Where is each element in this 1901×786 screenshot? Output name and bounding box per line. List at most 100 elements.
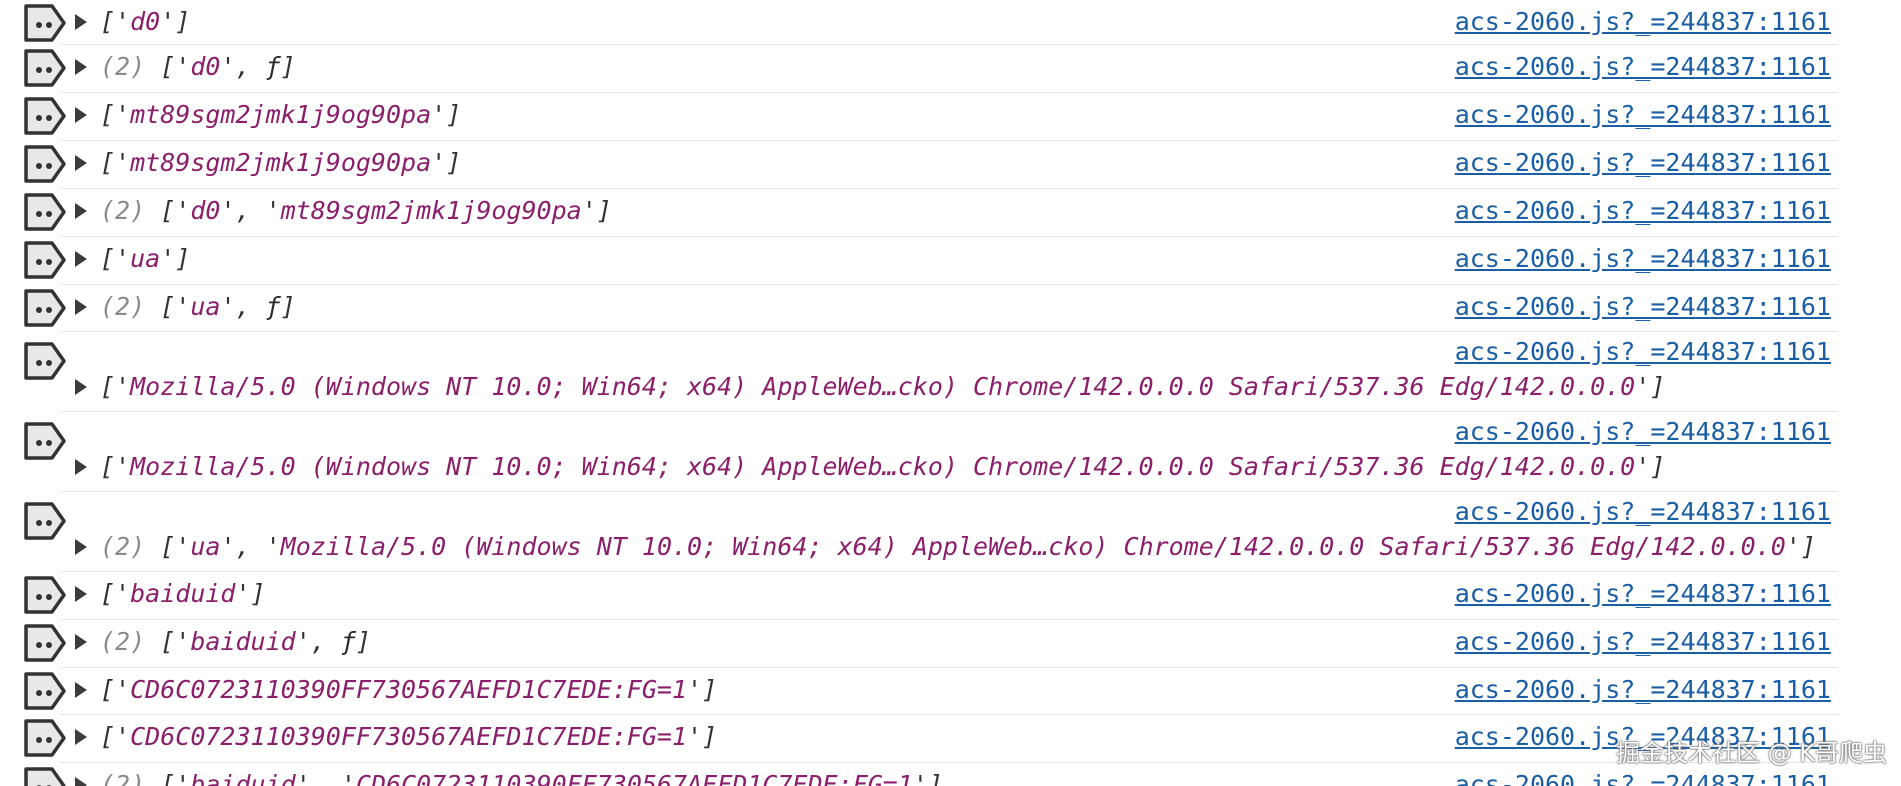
console-message-text[interactable]: ['ua'] [100,244,190,274]
expand-triangle-icon[interactable] [75,777,87,786]
string-value: baiduid [190,627,296,656]
console-message-text[interactable]: ['mt89sgm2jmk1j9og90pa'] [100,148,461,178]
punctuation: ', ' [220,532,281,561]
console-message-row: ['baiduid'] acs-2060.js?_=244837:1161 [0,572,1901,620]
punctuation: '] [160,7,191,36]
source-link[interactable]: acs-2060.js?_=244837:1161 [1454,417,1831,446]
punctuation: '] [235,579,266,608]
string-value: ua [190,292,221,321]
console-message-row: ['CD6C0723110390FF730567AEFD1C7EDE:FG=1'… [0,668,1901,715]
punctuation: [' [160,52,191,81]
console-message-row: (2) ['d0', ƒ] acs-2060.js?_=244837:1161 [0,45,1901,93]
punctuation: ', [220,292,266,321]
punctuation: [' [160,770,191,786]
row-divider [60,714,1838,715]
expand-triangle-icon[interactable] [75,539,87,555]
console-prompt-icon [24,672,68,710]
punctuation: '] [1785,532,1816,561]
row-divider [60,619,1838,620]
string-value: Mozilla/5.0 (Windows NT 10.0; Win64; x64… [130,372,1636,401]
source-link[interactable]: acs-2060.js?_=244837:1161 [1454,579,1831,608]
console-message-text[interactable]: ['CD6C0723110390FF730567AEFD1C7EDE:FG=1'… [100,675,717,705]
punctuation: '] [912,770,943,786]
punctuation: '] [687,675,718,704]
string-value: mt89sgm2jmk1j9og90pa [280,196,582,225]
source-link[interactable]: acs-2060.js?_=244837:1161 [1454,52,1831,81]
console-message-text[interactable]: ['mt89sgm2jmk1j9og90pa'] [100,100,461,130]
expand-triangle-icon[interactable] [75,203,87,219]
punctuation: '] [1635,452,1666,481]
expand-triangle-icon[interactable] [75,586,87,602]
console-message-text[interactable]: ['baiduid'] [100,579,266,609]
console-message-text[interactable]: ['d0'] [100,7,190,37]
source-link[interactable]: acs-2060.js?_=244837:1161 [1454,244,1831,273]
console-message-text[interactable]: ['Mozilla/5.0 (Windows NT 10.0; Win64; x… [100,452,1665,482]
console-message-row: (2) ['baiduid', 'CD6C0723110390FF730567A… [0,763,1901,786]
console-message-text[interactable]: (2) ['baiduid', 'CD6C0723110390FF730567A… [100,770,943,786]
console-message-row: ['ua'] acs-2060.js?_=244837:1161 [0,237,1901,285]
console-message-row: (2) ['ua', 'Mozilla/5.0 (Windows NT 10.0… [0,492,1901,572]
punctuation: [' [100,148,131,177]
row-divider [60,331,1838,332]
row-divider [60,44,1838,45]
string-value: ua [130,244,161,273]
console-message-text[interactable]: (2) ['d0', 'mt89sgm2jmk1j9og90pa'] [100,196,612,226]
source-link[interactable]: acs-2060.js?_=244837:1161 [1454,7,1831,36]
expand-triangle-icon[interactable] [75,299,87,315]
punctuation: ', ' [295,770,356,786]
punctuation: ', [220,52,266,81]
punctuation: [' [100,100,131,129]
row-divider [60,762,1838,763]
source-link[interactable]: acs-2060.js?_=244837:1161 [1454,675,1831,704]
punctuation: '] [687,722,718,751]
expand-triangle-icon[interactable] [75,379,87,395]
punctuation: '] [1635,372,1666,401]
string-value: CD6C0723110390FF730567AEFD1C7EDE:FG=1 [355,770,913,786]
expand-triangle-icon[interactable] [75,14,87,30]
punctuation: ', [295,627,341,656]
source-link[interactable]: acs-2060.js?_=244837:1161 [1454,148,1831,177]
console-message-text[interactable]: (2) ['d0', ƒ] [100,52,296,82]
array-length-badge: (2) [100,52,146,81]
string-value: baiduid [130,579,236,608]
expand-triangle-icon[interactable] [75,251,87,267]
console-message-row: ['d0'] acs-2060.js?_=244837:1161 [0,0,1901,45]
console-message-text[interactable]: (2) ['ua', 'Mozilla/5.0 (Windows NT 10.0… [100,532,1816,562]
source-link[interactable]: acs-2060.js?_=244837:1161 [1454,196,1831,225]
console-message-text[interactable]: ['Mozilla/5.0 (Windows NT 10.0; Win64; x… [100,372,1665,402]
console-message-row: ['Mozilla/5.0 (Windows NT 10.0; Win64; x… [0,332,1901,412]
source-link[interactable]: acs-2060.js?_=244837:1161 [1454,770,1831,786]
punctuation: [' [100,722,131,751]
console-message-row: ['Mozilla/5.0 (Windows NT 10.0; Win64; x… [0,412,1901,492]
punctuation: ] [280,292,296,321]
punctuation: ] [280,52,296,81]
array-length-badge: (2) [100,627,146,656]
array-length-badge: (2) [100,196,146,225]
expand-triangle-icon[interactable] [75,729,87,745]
source-link[interactable]: acs-2060.js?_=244837:1161 [1454,627,1831,656]
source-link[interactable]: acs-2060.js?_=244837:1161 [1454,497,1831,526]
source-link[interactable]: acs-2060.js?_=244837:1161 [1454,292,1831,321]
console-prompt-icon [24,97,68,135]
string-value: d0 [190,196,221,225]
row-divider [60,92,1838,93]
console-prompt-icon [24,241,68,279]
source-link[interactable]: acs-2060.js?_=244837:1161 [1454,337,1831,366]
source-link[interactable]: acs-2060.js?_=244837:1161 [1454,100,1831,129]
punctuation: [' [100,7,131,36]
string-value: mt89sgm2jmk1j9og90pa [130,148,432,177]
console-prompt-icon [24,289,68,327]
expand-triangle-icon[interactable] [75,59,87,75]
punctuation: ] [355,627,371,656]
expand-triangle-icon[interactable] [75,155,87,171]
expand-triangle-icon[interactable] [75,682,87,698]
console-message-text[interactable]: (2) ['baiduid', ƒ] [100,627,371,657]
expand-triangle-icon[interactable] [75,107,87,123]
console-message-text[interactable]: (2) ['ua', ƒ] [100,292,296,322]
console-message-text[interactable]: ['CD6C0723110390FF730567AEFD1C7EDE:FG=1'… [100,722,717,752]
expand-triangle-icon[interactable] [75,634,87,650]
source-link[interactable]: acs-2060.js?_=244837:1161 [1454,722,1831,751]
expand-triangle-icon[interactable] [75,459,87,475]
string-value: CD6C0723110390FF730567AEFD1C7EDE:FG=1 [130,722,688,751]
console-message-row: ['mt89sgm2jmk1j9og90pa'] acs-2060.js?_=24… [0,141,1901,189]
